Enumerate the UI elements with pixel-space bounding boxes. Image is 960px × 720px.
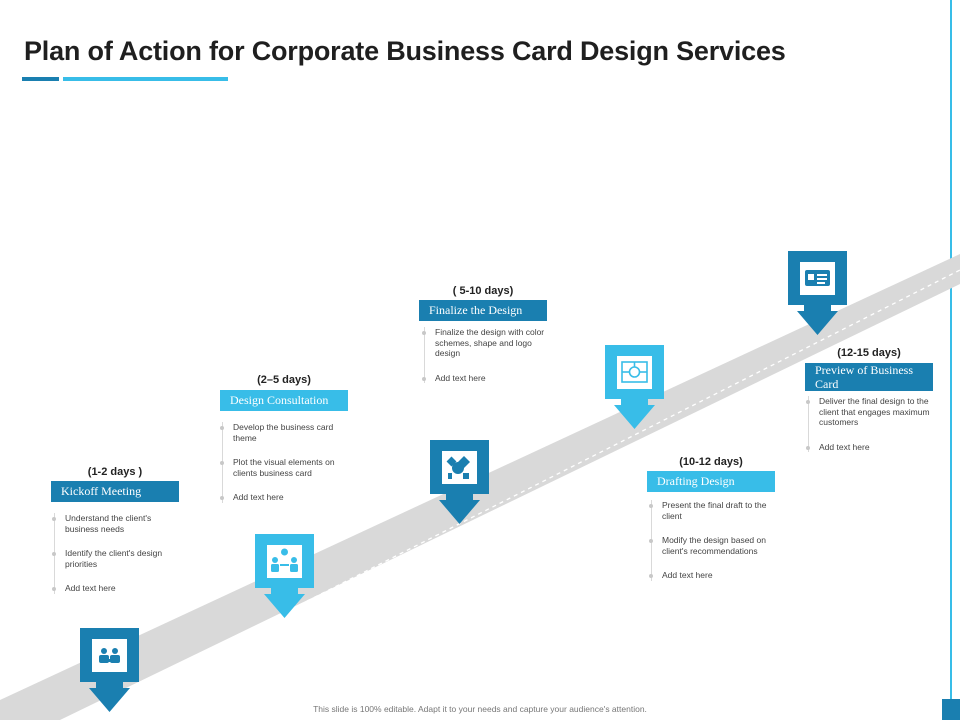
step-5-bullet: Add text here bbox=[806, 442, 934, 453]
step-2-bullet: Develop the business card theme bbox=[220, 422, 353, 443]
step-1-label: Kickoff Meeting bbox=[51, 481, 179, 502]
footer-note: This slide is 100% editable. Adapt it to… bbox=[313, 704, 647, 714]
step-3-bullet: Add text here bbox=[422, 373, 555, 384]
step-2-bullets: Develop the business card theme Plot the… bbox=[220, 422, 353, 503]
step-5-bullets: Deliver the final design to the client t… bbox=[806, 396, 934, 453]
step-5-bullet: Deliver the final design to the client t… bbox=[806, 396, 934, 428]
step-4-label: Drafting Design bbox=[647, 471, 775, 492]
step-1-bullet: Understand the client's business needs bbox=[52, 513, 185, 534]
meeting-icon bbox=[99, 648, 120, 663]
step-4-bullets: Present the final draft to the client Mo… bbox=[649, 500, 782, 581]
step-4-duration: (10-12 days) bbox=[679, 456, 743, 468]
step-2-bullet: Plot the visual elements on clients busi… bbox=[220, 457, 353, 478]
business-card-icon bbox=[805, 270, 830, 286]
title-underline-dark bbox=[22, 77, 59, 81]
step-5-marker bbox=[788, 251, 847, 335]
step-2-duration: (2–5 days) bbox=[257, 374, 311, 386]
step-1-bullet: Add text here bbox=[52, 583, 185, 594]
right-edge-line bbox=[950, 0, 952, 720]
step-3-duration: ( 5-10 days) bbox=[452, 285, 514, 297]
corner-block bbox=[942, 699, 960, 720]
drafting-icon bbox=[621, 361, 648, 383]
step-4-bullet: Add text here bbox=[649, 570, 782, 581]
step-4-bullet: Present the final draft to the client bbox=[649, 500, 782, 521]
road-center-line bbox=[99, 269, 960, 707]
step-5-duration: (12-15 days) bbox=[837, 347, 901, 359]
step-1-bullet: Identify the client's design priorities bbox=[52, 548, 185, 569]
title-underline-light bbox=[63, 77, 228, 81]
step-4-bullet: Modify the design based on client's reco… bbox=[649, 535, 782, 556]
step-3-label: Finalize the Design bbox=[419, 300, 547, 321]
step-4-marker bbox=[605, 345, 664, 429]
step-2-marker bbox=[255, 534, 314, 618]
step-2-label: Design Consultation bbox=[220, 390, 348, 411]
page-title: Plan of Action for Corporate Business Ca… bbox=[24, 36, 786, 66]
design-tools-icon bbox=[446, 456, 470, 479]
step-1-marker bbox=[80, 628, 139, 712]
step-2-bullet: Add text here bbox=[220, 492, 353, 503]
step-1-duration: (1-2 days ) bbox=[87, 466, 143, 478]
step-3-bullet: Finalize the design with color schemes, … bbox=[422, 327, 555, 359]
consultation-icon bbox=[271, 548, 298, 572]
step-1-bullets: Understand the client's business needs I… bbox=[52, 513, 185, 594]
step-5-label: Preview of Business Card bbox=[805, 363, 933, 391]
step-3-bullets: Finalize the design with color schemes, … bbox=[422, 327, 555, 384]
step-3-marker bbox=[430, 440, 489, 524]
